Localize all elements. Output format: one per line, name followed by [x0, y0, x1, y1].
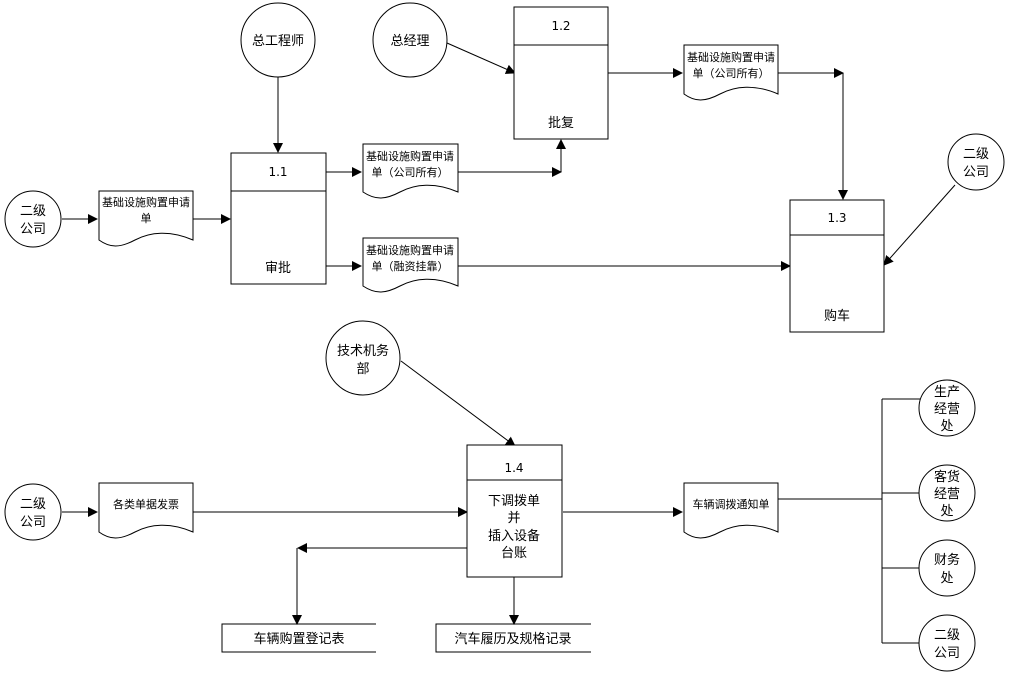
process-1-1[interactable]: 1.1 审批 [230, 152, 327, 285]
entity-chief-engineer[interactable]: 总工程师 [240, 2, 316, 78]
doc-label: 单（公司所有） [693, 66, 770, 80]
process-name: 批复 [548, 116, 574, 131]
doc-label: 基础设施购置申请 [102, 195, 190, 209]
doc-transfer-notice[interactable]: 车辆调拨通知单 [683, 482, 779, 539]
entity-sub-company-out[interactable]: 二级 公司 [918, 614, 976, 672]
doc-label: 单 [141, 212, 152, 225]
entity-label: 总经理 [390, 34, 429, 49]
entity-label: 处 [940, 504, 953, 519]
process-1-3[interactable]: 1.3 购车 [789, 199, 885, 333]
doc-label: 单（公司所有） [372, 165, 449, 179]
entity-label: 经营 [934, 487, 960, 502]
process-name: 购车 [824, 308, 850, 324]
entity-passenger-freight-office[interactable]: 客货 经营 处 [918, 464, 976, 522]
process-name: 下调拨单 [488, 494, 540, 509]
entity-label: 二级 [934, 628, 960, 643]
process-name: 台账 [501, 546, 527, 561]
process-1-2[interactable]: 1.2 批复 [513, 6, 609, 140]
doc-apply-company-2[interactable]: 基础设施购置申请 单（公司所有） [683, 44, 779, 101]
entity-label: 处 [940, 419, 953, 434]
doc-apply-company-1[interactable]: 基础设施购置申请 单（公司所有） [362, 143, 459, 199]
entity-label: 部 [356, 362, 369, 377]
entity-label: 公司 [934, 646, 960, 661]
flow-gm-to-p12 [446, 42, 516, 74]
flow-tech-to-p14 [400, 360, 516, 447]
entity-finance-office[interactable]: 财务 处 [918, 539, 976, 597]
entity-label: 技术机务 [337, 343, 389, 359]
entity-production-office[interactable]: 生产 经营 处 [918, 379, 976, 437]
process-id: 1.4 [504, 461, 523, 475]
doc-label: 各类单据发票 [113, 497, 179, 511]
doc-label: 基础设施购置申请 [687, 50, 775, 64]
doc-label: 单（融资挂靠） [372, 259, 449, 273]
entity-label: 二级 [20, 497, 46, 512]
process-name: 插入设备 [488, 528, 540, 544]
process-id: 1.1 [268, 165, 287, 179]
store-label: 车辆购置登记表 [253, 631, 344, 647]
process-1-4[interactable]: 1.4 下调拨单 并 插入设备 台账 [466, 444, 563, 578]
process-name: 审批 [265, 261, 291, 276]
entity-label: 二级 [20, 204, 46, 219]
entity-label: 总工程师 [252, 34, 304, 49]
doc-apply-financing[interactable]: 基础设施购置申请 单（融资挂靠） [362, 237, 459, 293]
process-name: 并 [507, 511, 520, 526]
store-vehicle-history[interactable]: 汽车履历及规格记录 [435, 623, 591, 653]
entity-tech-dept[interactable]: 技术机务 部 [325, 320, 401, 396]
store-label: 汽车履历及规格记录 [454, 631, 571, 647]
doc-label: 基础设施购置申请 [366, 149, 454, 163]
entity-label: 公司 [20, 222, 46, 237]
flow-subco-right-to-p13 [883, 184, 956, 266]
entity-label: 经营 [934, 402, 960, 417]
entity-label: 公司 [963, 165, 989, 180]
process-id: 1.2 [551, 19, 570, 33]
entity-sub-company-right[interactable]: 二级 公司 [947, 133, 1005, 191]
store-purchase-register[interactable]: 车辆购置登记表 [221, 623, 376, 653]
entity-label: 公司 [20, 515, 46, 530]
doc-apply-form[interactable]: 基础设施购置申请 单 [98, 190, 194, 247]
entity-sub-company-bottom[interactable]: 二级 公司 [4, 483, 62, 541]
entity-label: 财务 [934, 552, 960, 568]
process-id: 1.3 [827, 211, 846, 225]
entity-label: 生产 [934, 385, 960, 400]
entity-label: 客货 [934, 469, 960, 485]
doc-invoices[interactable]: 各类单据发票 [98, 482, 194, 539]
entity-label: 处 [940, 571, 953, 586]
doc-label: 车辆调拨通知单 [693, 497, 770, 511]
doc-label: 基础设施购置申请 [366, 243, 454, 257]
entity-label: 二级 [963, 147, 989, 162]
entity-general-manager[interactable]: 总经理 [372, 2, 448, 78]
connectors [62, 42, 956, 644]
entity-sub-company-top[interactable]: 二级 公司 [4, 190, 62, 248]
